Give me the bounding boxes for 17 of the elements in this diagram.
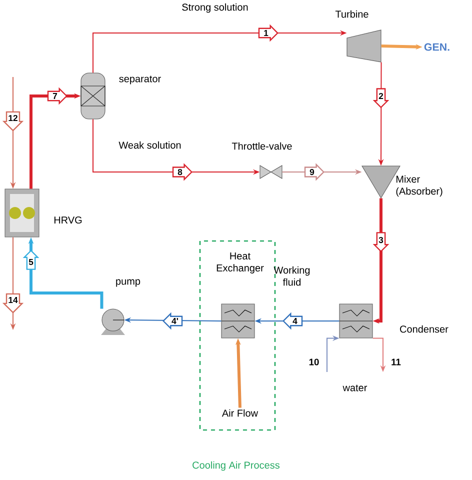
stream-number: 10 [309, 358, 319, 366]
equipment-label: Turbine [335, 10, 368, 18]
equipment-label: Mixer (Absorber) [396, 175, 442, 197]
equipment-label: HRVG [54, 216, 82, 224]
equipment-label: pump [116, 279, 140, 287]
text-label: Working fluid [274, 266, 310, 286]
equipment-label: separator [119, 76, 161, 84]
flow-label: Air Flow [222, 409, 258, 417]
text-label: Strong solution [182, 3, 248, 13]
equipment-label: Cooling Air Process [192, 461, 280, 471]
output-label: GEN. [424, 43, 450, 51]
stream-number: 11 [392, 358, 401, 366]
equipment-label: Throttle-valve [232, 142, 292, 150]
equipment-label: Condenser [400, 325, 448, 333]
text-label: water [342, 384, 368, 392]
text-label: Weak solution [118, 141, 181, 149]
equipment-label: Heat Exchanger [216, 252, 264, 274]
